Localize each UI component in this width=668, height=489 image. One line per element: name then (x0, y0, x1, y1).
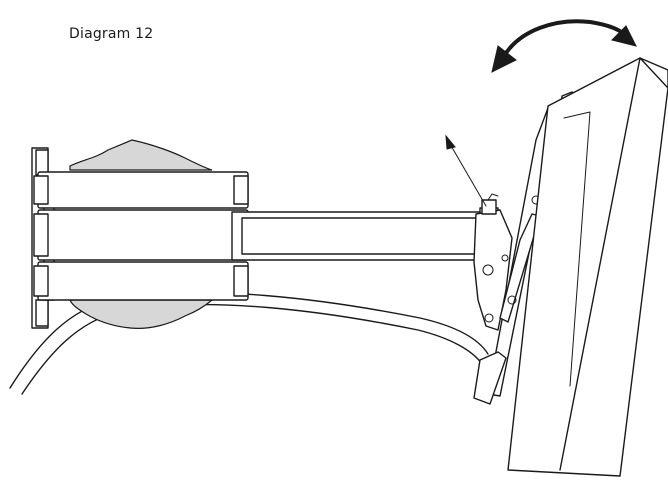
tv-screen (507, 57, 668, 477)
diagram-title: Diagram 12 (69, 26, 154, 42)
bracket-cover (69, 139, 214, 329)
tilt-bracket (473, 193, 513, 331)
release-arrow (445, 134, 487, 207)
lower-arms (33, 171, 249, 301)
extension-arm (231, 207, 499, 265)
tilt-motion-arrow (491, 19, 637, 73)
